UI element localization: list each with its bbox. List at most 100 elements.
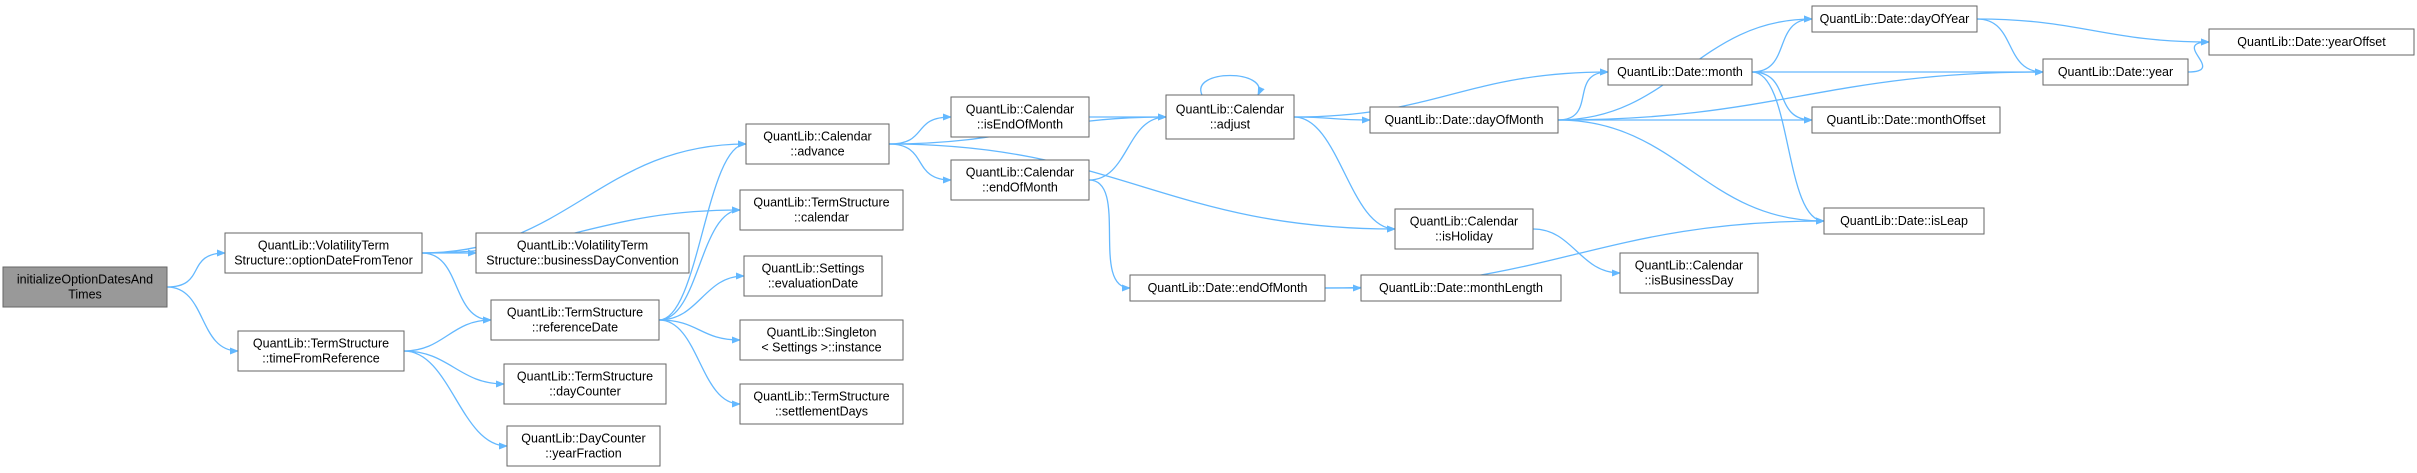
node-box-ts_cal: [739, 189, 904, 231]
node-d_year[interactable]: QuantLib::Date::year: [2042, 58, 2189, 86]
edge-d_doy-to-d_yo: [1976, 18, 2210, 46]
node-label-cal_eom-0: QuantLib::Calendar: [966, 166, 1074, 180]
node-sing_inst[interactable]: QuantLib::Singleton< Settings >::instanc…: [739, 319, 904, 361]
node-box-cal_ishol: [1394, 208, 1534, 250]
edge-vts_odft-to-ts_ref: [421, 252, 492, 324]
edge-ts_ref-to-ts_sd: [658, 319, 741, 408]
node-cal_ishol[interactable]: QuantLib::Calendar::isHoliday: [1394, 208, 1534, 250]
node-label-d_eom-0: QuantLib::Date::endOfMonth: [1148, 281, 1308, 295]
node-label-ts_sd-0: QuantLib::TermStructure: [753, 390, 889, 404]
edge-ts_ref-to-set_eval: [658, 272, 745, 321]
node-vts_odft[interactable]: QuantLib::VolatilityTermStructure::optio…: [224, 232, 423, 274]
node-ts_tfr[interactable]: QuantLib::TermStructure::timeFromReferen…: [237, 330, 405, 372]
node-box-d_mo: [1811, 106, 2001, 134]
node-label-ts_cal-1: ::calendar: [794, 211, 849, 225]
node-d_ml[interactable]: QuantLib::Date::monthLength: [1360, 274, 1562, 302]
node-box-dc_yf: [506, 425, 661, 467]
node-label-set_eval-1: ::evaluationDate: [768, 277, 858, 291]
node-label-cal_ishol-0: QuantLib::Calendar: [1410, 215, 1518, 229]
edge-d_dom-to-d_isleap: [1557, 119, 1825, 225]
node-vts_bdc[interactable]: QuantLib::VolatilityTermStructure::busin…: [475, 232, 690, 274]
node-d_doy[interactable]: QuantLib::Date::dayOfYear: [1811, 5, 1978, 33]
node-label-cal_adj-1: ::adjust: [1210, 118, 1251, 132]
node-label-ts_tfr-0: QuantLib::TermStructure: [253, 337, 389, 351]
node-label-cal_eom-1: ::endOfMonth: [982, 181, 1058, 195]
edge-cal_eom-to-cal_adj: [1088, 113, 1167, 181]
node-ts_dc[interactable]: QuantLib::TermStructure::dayCounter: [503, 363, 667, 405]
edge-d_month-to-d_doy: [1751, 15, 1813, 73]
node-cal_iseom[interactable]: QuantLib::Calendar::isEndOfMonth: [950, 96, 1090, 138]
node-box-sing_inst: [739, 319, 904, 361]
node-box-ts_dc: [503, 363, 667, 405]
node-label-ts_tfr-1: ::timeFromReference: [262, 352, 379, 366]
edge-cal_adj-to-d_dom: [1293, 116, 1371, 124]
edge-cal_adv-to-cal_eom: [888, 143, 952, 184]
node-label-cal_ishol-1: ::isHoliday: [1435, 230, 1493, 244]
node-label-vts_bdc-0: QuantLib::VolatilityTerm: [517, 239, 648, 253]
edge-root-to-vts_odft: [166, 249, 226, 288]
node-label-root-0: initializeOptionDatesAnd: [17, 273, 153, 287]
node-label-d_isleap-0: QuantLib::Date::isLeap: [1840, 214, 1968, 228]
node-box-d_dom: [1369, 106, 1559, 134]
node-box-ts_sd: [739, 383, 904, 425]
node-label-ts_sd-1: ::settlementDays: [775, 405, 868, 419]
node-label-ts_dc-1: ::dayCounter: [549, 385, 621, 399]
node-label-ts_ref-1: ::referenceDate: [532, 321, 618, 335]
edge-d_year-to-d_yo: [2187, 38, 2210, 73]
node-label-ts_cal-0: QuantLib::TermStructure: [753, 196, 889, 210]
node-label-d_doy-0: QuantLib::Date::dayOfYear: [1820, 12, 1970, 26]
node-label-d_mo-0: QuantLib::Date::monthOffset: [1827, 113, 1986, 127]
edge-ts_tfr-to-ts_dc: [403, 350, 505, 388]
node-label-d_ml-0: QuantLib::Date::monthLength: [1379, 281, 1543, 295]
node-label-sing_inst-0: QuantLib::Singleton: [767, 326, 877, 340]
node-cal_adj[interactable]: QuantLib::Calendar::adjust: [1165, 94, 1295, 140]
edge-cal_adv-to-cal_iseom: [888, 113, 952, 145]
edge-ts_ref-to-sing_inst: [658, 319, 741, 344]
edge-cal_adj-to-d_month: [1293, 68, 1609, 118]
edge-d_month-to-d_isleap: [1751, 71, 1825, 225]
node-label-d_yo-0: QuantLib::Date::yearOffset: [2237, 35, 2386, 49]
node-cal_isbd[interactable]: QuantLib::Calendar::isBusinessDay: [1619, 252, 1759, 294]
edge-cal_eom-to-d_eom: [1088, 179, 1131, 292]
node-ts_ref[interactable]: QuantLib::TermStructure::referenceDate: [490, 299, 660, 341]
edge-cal_adj-to-cal_ishol: [1293, 116, 1396, 233]
edge-root-to-ts_tfr: [166, 286, 239, 355]
node-d_isleap[interactable]: QuantLib::Date::isLeap: [1823, 207, 1985, 235]
node-label-d_dom-0: QuantLib::Date::dayOfMonth: [1384, 113, 1543, 127]
node-cal_adv[interactable]: QuantLib::Calendar::advance: [745, 123, 890, 165]
node-label-cal_iseom-0: QuantLib::Calendar: [966, 103, 1074, 117]
edge-d_month-to-d_mo: [1751, 71, 1813, 124]
node-box-vts_odft: [224, 232, 423, 274]
node-box-ts_tfr: [237, 330, 405, 372]
node-label-cal_adv-0: QuantLib::Calendar: [763, 130, 871, 144]
node-box-d_eom: [1129, 274, 1326, 302]
node-box-d_isleap: [1823, 207, 1985, 235]
node-box-cal_eom: [950, 159, 1090, 201]
edge-d_doy-to-d_year: [1976, 18, 2044, 76]
edge-cal_ishol-to-cal_isbd: [1532, 228, 1621, 277]
node-dc_yf[interactable]: QuantLib::DayCounter::yearFraction: [506, 425, 661, 467]
node-d_month[interactable]: QuantLib::Date::month: [1607, 58, 1753, 86]
node-d_yo[interactable]: QuantLib::Date::yearOffset: [2208, 28, 2415, 56]
node-ts_cal[interactable]: QuantLib::TermStructure::calendar: [739, 189, 904, 231]
node-box-ts_ref: [490, 299, 660, 341]
node-label-ts_dc-0: QuantLib::TermStructure: [517, 370, 653, 384]
node-d_dom[interactable]: QuantLib::Date::dayOfMonth: [1369, 106, 1559, 134]
edge-cal_adv-to-cal_ishol: [888, 143, 1396, 233]
node-cal_eom[interactable]: QuantLib::Calendar::endOfMonth: [950, 159, 1090, 201]
node-box-cal_adv: [745, 123, 890, 165]
node-label-ts_ref-0: QuantLib::TermStructure: [507, 306, 643, 320]
node-set_eval[interactable]: QuantLib::Settings::evaluationDate: [743, 255, 883, 297]
edge-d_dom-to-d_year: [1557, 68, 2044, 121]
node-box-cal_isbd: [1619, 252, 1759, 294]
node-label-vts_bdc-1: Structure::businessDayConvention: [486, 254, 679, 268]
edge-ts_ref-to-cal_adv: [658, 140, 747, 321]
node-ts_sd[interactable]: QuantLib::TermStructure::settlementDays: [739, 383, 904, 425]
edges-layer: [166, 15, 2210, 450]
node-label-cal_isbd-1: ::isBusinessDay: [1645, 274, 1735, 288]
node-d_eom[interactable]: QuantLib::Date::endOfMonth: [1129, 274, 1326, 302]
node-d_mo[interactable]: QuantLib::Date::monthOffset: [1811, 106, 2001, 134]
node-label-root-1: Times: [68, 288, 102, 302]
